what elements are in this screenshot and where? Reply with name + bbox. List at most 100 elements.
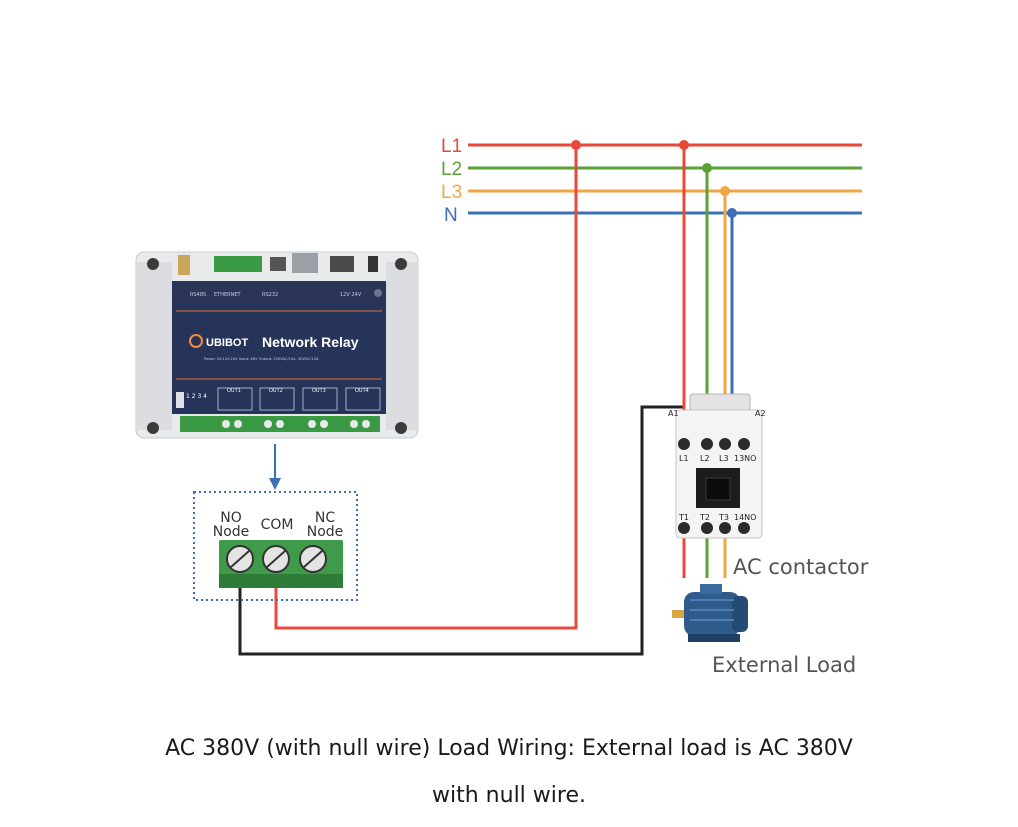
channel-label: OUT3: [312, 388, 326, 394]
terminal-screw: [701, 522, 713, 534]
antenna-connector: [178, 255, 190, 275]
motor-base: [688, 634, 740, 642]
contactor-top-term-label: L2: [700, 454, 710, 463]
relay-side-left: [136, 262, 172, 430]
usb-port: [270, 257, 286, 271]
channel-box: [259, 387, 295, 411]
contactor-top-term-label: 13NO: [734, 454, 756, 463]
relay-top-panel: [172, 281, 386, 303]
contactor-top-term-label: L1: [679, 454, 689, 463]
contactor-bottom-term-label: T2: [699, 513, 710, 522]
nc-node-label-line2: Node: [307, 524, 344, 540]
contactor-top-term-label: L3: [719, 454, 729, 463]
contactor-top-cap: [689, 393, 751, 413]
bus-label-l3: L3: [441, 182, 462, 203]
terminal-zoom: NO Node COM NC Node: [193, 491, 358, 601]
com-screw-slot: [266, 550, 286, 568]
channel-label: OUT4: [355, 388, 369, 394]
terminal-block-shade: [219, 574, 343, 588]
dip-switch-label: 1 2 3 4: [186, 393, 207, 400]
contactor-a1-label: A1: [668, 409, 679, 418]
contactor-window-inner: [705, 477, 731, 501]
terminal-screw: [719, 522, 731, 534]
terminal-screws: [226, 545, 327, 573]
terminal-screw: [719, 438, 731, 450]
ubibot-logo-icon: [189, 334, 203, 348]
bus-label-n: N: [444, 205, 458, 226]
terminal-screw: [222, 420, 230, 428]
relay-spec-line: Power: DC12V-24V Input: 48V Output: 250V…: [204, 357, 319, 361]
relay-top-label: 12V 24V: [340, 292, 362, 298]
terminal-zoom-frame: [193, 491, 358, 601]
terminal-screw: [308, 420, 316, 428]
mount-hole: [395, 422, 407, 434]
terminal-screw: [320, 420, 328, 428]
contactor-bottom-term-label: T3: [718, 513, 729, 522]
com-label: COM: [261, 517, 294, 533]
external-load-label: External Load: [712, 653, 856, 677]
nc-node-label-line1: NC: [315, 510, 335, 526]
caption-line-2: with null wire.: [432, 783, 586, 808]
relay-title: Network Relay: [262, 334, 359, 350]
junction-dot: [571, 140, 581, 150]
terminal-screw: [738, 438, 750, 450]
pointer-arrow-head: [269, 478, 281, 490]
channel-box: [302, 387, 338, 411]
pointer-arrow: [269, 444, 281, 490]
motor-shaft: [672, 610, 686, 618]
bottom-terminal-screws: [222, 420, 370, 428]
contactor-label: AC contactor: [733, 555, 869, 579]
relay-channels: OUT1 OUT2 OUT3 OUT4: [217, 387, 381, 411]
channel-label: OUT1: [227, 388, 241, 394]
relay-brand: UBIBOT: [206, 337, 248, 349]
motor-body: [684, 592, 740, 636]
terminal-screw: [678, 522, 690, 534]
terminal-screw: [264, 420, 272, 428]
contactor-bottom-term-label: T1: [678, 513, 689, 522]
mount-hole: [395, 258, 407, 270]
top-terminal-block: [214, 256, 262, 272]
relay-top-label: ETHERNET: [214, 292, 242, 298]
channel-box: [345, 387, 381, 411]
caption-line-1: AC 380V (with null wire) Load Wiring: Ex…: [165, 736, 853, 761]
ac-contactor: A1 A2 L1 L2 L3 13NO T1 T2 T3 14NO AC con…: [668, 393, 869, 579]
mount-hole: [147, 258, 159, 270]
terminal-screw: [678, 438, 690, 450]
junction-dot: [679, 140, 689, 150]
motor-terminal-box: [700, 584, 722, 594]
motor-icon: [672, 584, 748, 642]
junction-dots: [571, 140, 737, 218]
channel-label: OUT2: [269, 388, 283, 394]
contactor-top-terminals: [678, 438, 750, 450]
junction-dot: [720, 186, 730, 196]
relay-side-right: [386, 262, 418, 430]
relay-top-label: RS485: [190, 292, 206, 298]
terminal-screw: [276, 420, 284, 428]
network-relay-device: RS485 ETHERNET RS232 12V 24V UBIBOT Netw…: [135, 251, 419, 439]
no-node-label-line2: Node: [213, 524, 250, 540]
wire-l1-to-com: [274, 145, 578, 630]
terminal-screw: [701, 438, 713, 450]
power-bus: L1 L2 L3 N: [441, 136, 862, 226]
terminal-screw: [738, 522, 750, 534]
nc-screw-slot: [303, 550, 323, 568]
bus-label-l2: L2: [441, 159, 462, 180]
wire-no-to-a1: [238, 405, 684, 656]
contactor-a2-label: A2: [755, 409, 766, 418]
relay-face: [172, 303, 386, 414]
mount-hole: [147, 422, 159, 434]
power-led-icon: [374, 289, 382, 297]
junction-dot: [702, 163, 712, 173]
terminal-screw: [362, 420, 370, 428]
ethernet-port: [292, 253, 318, 273]
bus-label-l1: L1: [441, 136, 462, 157]
terminal-screw: [234, 420, 242, 428]
relay-top-label: RS232: [262, 292, 278, 298]
rs232-port: [330, 256, 354, 272]
contactor-bottom-term-label: 14NO: [734, 513, 756, 522]
no-node-label-line1: NO: [220, 510, 242, 526]
terminal-screw: [350, 420, 358, 428]
power-jack: [368, 256, 378, 272]
motor-end-cap: [732, 596, 748, 632]
